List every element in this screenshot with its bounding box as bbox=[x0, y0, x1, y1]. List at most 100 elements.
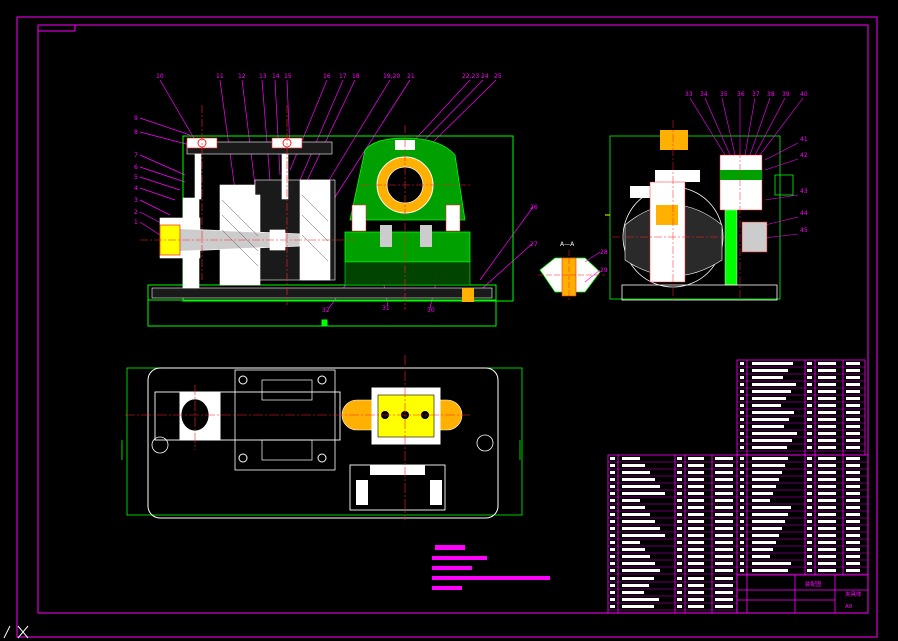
svg-text:6: 6 bbox=[134, 164, 138, 171]
bom-cell-text bbox=[846, 527, 860, 530]
bom-cell-text bbox=[846, 418, 860, 421]
svg-text:14: 14 bbox=[272, 73, 280, 80]
svg-text:24: 24 bbox=[481, 73, 489, 80]
bom-cell-text bbox=[610, 534, 615, 537]
bom-cell-text bbox=[715, 534, 733, 537]
svg-text:22,23: 22,23 bbox=[462, 73, 479, 80]
bom-cell-text bbox=[818, 555, 836, 558]
bom-cell-text bbox=[818, 362, 836, 365]
bom-cell-text bbox=[818, 464, 836, 467]
bom-cell-text bbox=[807, 506, 812, 509]
bom-cell-text bbox=[740, 383, 744, 386]
bom-cell-text bbox=[610, 492, 615, 495]
bom-cell-text bbox=[715, 548, 733, 551]
bom-cell-text bbox=[807, 548, 812, 551]
bom-cell-text bbox=[818, 569, 836, 572]
drawing-title: 装配图 bbox=[805, 580, 822, 588]
bom-cell-text bbox=[752, 520, 785, 523]
bom-cell-text bbox=[846, 457, 860, 460]
bom-cell-text bbox=[715, 577, 733, 580]
svg-text:42: 42 bbox=[800, 152, 808, 159]
bom-cell-text bbox=[807, 425, 812, 428]
bom-cell-text bbox=[688, 513, 704, 516]
svg-text:1: 1 bbox=[134, 219, 138, 226]
svg-text:3: 3 bbox=[134, 197, 138, 204]
bom-cell-text bbox=[818, 397, 836, 400]
front-leaders bbox=[139, 79, 534, 309]
bom-cell-text bbox=[807, 534, 812, 537]
bom-cell-text bbox=[846, 425, 860, 428]
bom-cell-text bbox=[688, 584, 704, 587]
bom-cell-text bbox=[610, 464, 615, 467]
bom-cell-text bbox=[715, 513, 733, 516]
bom-cell-text bbox=[740, 513, 744, 516]
bom-cell-text bbox=[818, 485, 836, 488]
svg-text:28: 28 bbox=[600, 249, 608, 256]
bom-cell-text bbox=[610, 541, 615, 544]
bom-cell-text bbox=[622, 492, 665, 495]
svg-text:18: 18 bbox=[352, 73, 360, 80]
bom-cell-text bbox=[688, 541, 704, 544]
bom-cell-text bbox=[807, 520, 812, 523]
drawing-subtitle: 夹具体 bbox=[845, 590, 862, 598]
bom-cell-text bbox=[610, 548, 615, 551]
bom-cell-text bbox=[752, 513, 788, 516]
bom-cell-text bbox=[752, 390, 791, 393]
bom-cell-text bbox=[807, 492, 812, 495]
bom-cell-text bbox=[752, 376, 783, 379]
sheet-size: A0 bbox=[845, 604, 853, 610]
bom-cell-text bbox=[610, 471, 615, 474]
bom-cell-text bbox=[622, 520, 655, 523]
bom-cell-text bbox=[740, 439, 744, 442]
bom-cell-text bbox=[807, 464, 812, 467]
bom-cell-text bbox=[752, 411, 794, 414]
svg-text:37: 37 bbox=[752, 91, 760, 98]
svg-text:27: 27 bbox=[530, 241, 538, 248]
bom-cell-text bbox=[622, 584, 649, 587]
bom-cell-text bbox=[677, 499, 682, 502]
bom-cell-text bbox=[807, 457, 812, 460]
svg-text:15: 15 bbox=[284, 73, 292, 80]
bom-cell-text bbox=[752, 478, 779, 481]
bom-cell-text bbox=[818, 562, 836, 565]
bom-cell-text bbox=[846, 520, 860, 523]
top-view bbox=[121, 355, 523, 520]
bom-cell-text bbox=[610, 591, 615, 594]
bom-cell-text bbox=[740, 411, 744, 414]
bom-cell-text bbox=[752, 541, 776, 544]
bom-cell-text bbox=[610, 478, 615, 481]
detail-label: A—A bbox=[560, 241, 575, 248]
bom-cell-text bbox=[846, 369, 860, 372]
svg-text:31: 31 bbox=[382, 305, 390, 312]
bom-cell-text bbox=[752, 471, 782, 474]
bom-cell-text bbox=[807, 383, 812, 386]
bom-cell-text bbox=[818, 404, 836, 407]
bom-cell-text bbox=[807, 397, 812, 400]
bom-cell-text bbox=[622, 471, 650, 474]
bom-cell-text bbox=[622, 577, 654, 580]
bom-cell-text bbox=[752, 492, 773, 495]
bom-cell-text bbox=[688, 506, 704, 509]
bom-cell-text bbox=[846, 411, 860, 414]
bom-cell-text bbox=[818, 534, 836, 537]
bom-cell-text bbox=[715, 605, 733, 608]
bom-cell-text bbox=[677, 520, 682, 523]
bom-cell-text bbox=[807, 513, 812, 516]
bom-cell-text bbox=[688, 577, 704, 580]
bom-cell-text bbox=[818, 478, 836, 481]
svg-text:45: 45 bbox=[800, 227, 808, 234]
bom-cell-text bbox=[740, 485, 744, 488]
svg-text:10: 10 bbox=[156, 73, 164, 80]
svg-text:19,20: 19,20 bbox=[383, 73, 400, 80]
bom-cell-text bbox=[677, 457, 682, 460]
front-centerlines bbox=[140, 105, 470, 310]
bom-cell-text bbox=[688, 499, 704, 502]
bom-cell-text bbox=[622, 513, 650, 516]
bom-cell-text bbox=[807, 562, 812, 565]
bom-cell-text bbox=[807, 432, 812, 435]
bom-cell-text bbox=[846, 404, 860, 407]
bom-cell-text bbox=[846, 362, 860, 365]
bom-cell-text bbox=[610, 520, 615, 523]
bom-cell-text bbox=[688, 605, 704, 608]
